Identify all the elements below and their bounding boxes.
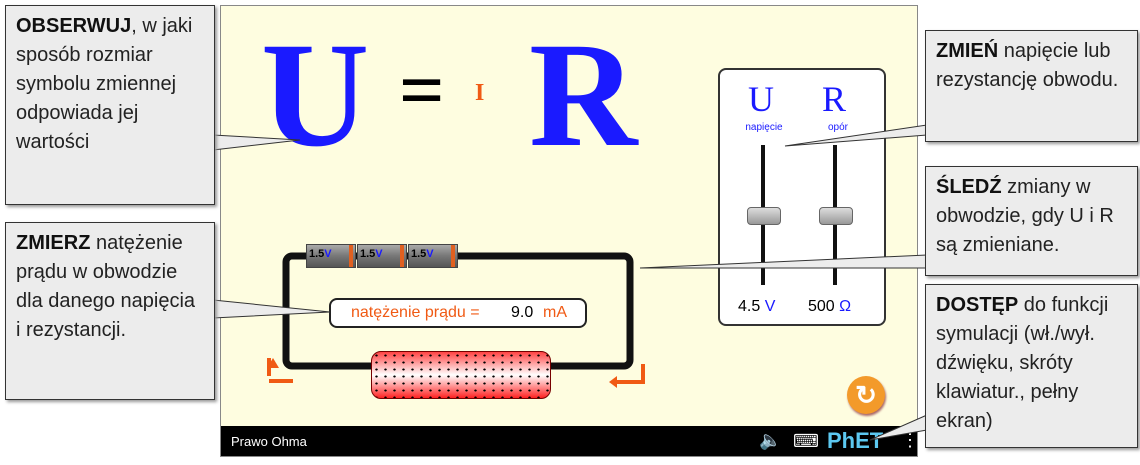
callout-track-text: zmiany w obwodzie, gdy U i R są zmienian… (936, 176, 1114, 256)
voltage-slider-thumb[interactable] (747, 207, 781, 225)
resistance-value: 500 (808, 298, 835, 315)
callout-change: ZMIEŃ napięcie lub rezystancję obwodu. (925, 30, 1138, 142)
keyboard-icon[interactable]: ⌨ (793, 431, 819, 451)
current-unit: mA (543, 304, 567, 321)
battery-unit: V (375, 248, 383, 260)
phet-logo[interactable]: PhET (827, 428, 884, 453)
reset-icon: ↻ (855, 380, 877, 410)
battery[interactable]: 1.5V (408, 244, 458, 268)
navigation-bar: Prawo Ohma 🔈 ⌨ PhET ⋮ (221, 426, 919, 456)
sim-title: Prawo Ohma (231, 434, 307, 449)
voltage-value: 4.5 (738, 298, 761, 315)
callout-observe: OBSERWUJ, w jaki sposób rozmiar symbolu … (5, 5, 215, 205)
voltage-unit: V (764, 298, 776, 315)
callout-access-title: DOSTĘP (936, 294, 1019, 316)
resistor (371, 351, 551, 399)
callout-measure: ZMIERZ natężenie prądu w obwodzie dla da… (5, 222, 215, 400)
callout-access-text: do funkcji symulacji (wł./wył. dźwięku, … (936, 294, 1109, 432)
equation-r: R (529, 12, 638, 178)
battery[interactable]: 1.5V (357, 244, 407, 268)
resistance-slider-thumb[interactable] (819, 207, 853, 225)
voltage-readout: 4.5 V (738, 298, 775, 316)
callout-track: ŚLEDŹ zmiany w obwodzie, gdy U i R są zm… (925, 166, 1138, 276)
battery-voltage: 1.5 (411, 248, 427, 260)
callout-change-text: napięcie lub rezystancję obwodu. (936, 40, 1119, 91)
current-value: 9.0 (511, 304, 534, 321)
current-readout: natężenie prądu = 9.0 mA (329, 298, 587, 328)
battery-unit: V (324, 248, 332, 260)
sound-icon[interactable]: 🔈 (759, 430, 782, 450)
battery-voltage: 1.5 (360, 248, 376, 260)
current-label: natężenie prądu = (351, 304, 480, 321)
equation-i: I (475, 80, 485, 106)
menu-icon[interactable]: ⋮ (901, 430, 919, 450)
slider-r-symbol: R (822, 79, 847, 119)
callout-observe-title: OBSERWUJ (16, 15, 132, 37)
battery-voltage: 1.5 (309, 248, 325, 260)
callout-access: DOSTĘP do funkcji symulacji (wł./wył. dź… (925, 284, 1138, 448)
battery[interactable]: 1.5V (306, 244, 356, 268)
control-panel: U napięcie R opór 4.5 V 500 Ω (718, 68, 886, 326)
slider-u-symbol: U (748, 79, 774, 119)
slider-u-label: napięcie (745, 122, 783, 133)
battery-unit: V (426, 248, 434, 260)
callout-track-title: ŚLEDŹ (936, 176, 1002, 198)
slider-r-label: opór (827, 122, 848, 133)
callout-measure-text: natężenie prądu w obwodzie dla danego na… (16, 232, 196, 341)
callout-measure-title: ZMIERZ (16, 232, 91, 254)
reset-button[interactable]: ↻ (847, 376, 885, 414)
callout-change-title: ZMIEŃ (936, 40, 999, 62)
simulation-area: U = I R 1.5V 1.5V 1.5V natężenie prądu =… (220, 5, 919, 457)
equation-equals: = (399, 47, 445, 135)
resistance-unit: Ω (839, 298, 852, 315)
callout-observe-text: , w jaki sposób rozmiar symbolu zmiennej… (16, 15, 193, 153)
resistance-readout: 500 Ω (808, 298, 851, 316)
equation-u: U (261, 12, 370, 178)
